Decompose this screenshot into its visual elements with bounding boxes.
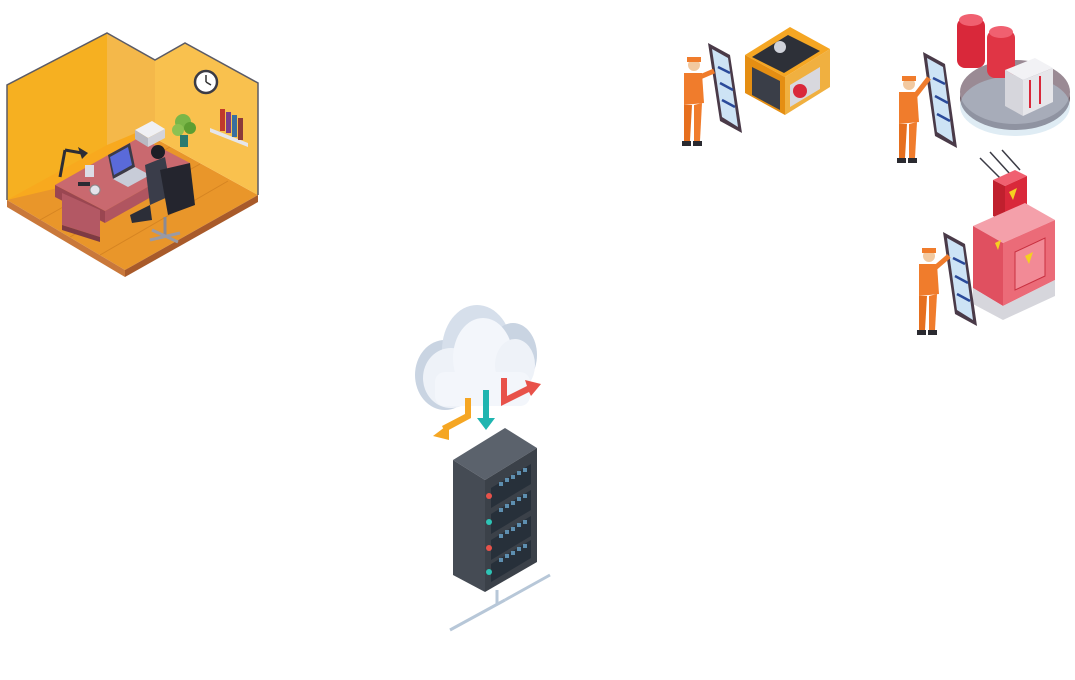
generator-icon [745,27,830,115]
tablet-icon [923,52,957,148]
desk-gadget [85,165,94,177]
bookshelf-icon [210,109,248,147]
office-right-wall [140,43,258,195]
generator-worker-icon [682,27,830,146]
office-illustration [0,25,265,280]
red-tanks-icon [957,14,1015,78]
transformer-icon [973,170,1055,320]
network-lines [449,573,551,632]
tank-worker-illustration [885,8,1075,168]
generator-worker-illustration [670,15,840,155]
office-room-icon [6,32,259,277]
worker-icon [682,57,715,146]
power-wires [979,149,1021,179]
transformer-worker-icon [917,149,1055,335]
headphones-icon [89,184,101,196]
cloud-server-icon [415,305,551,632]
transformer-worker-illustration [905,148,1075,348]
sync-arrows-icon [433,378,541,440]
server-rack-icon [453,428,537,592]
laptop-icon [108,143,150,187]
desk-lamp-icon [58,147,88,178]
clock-icon [193,69,219,95]
printer-icon [135,121,165,147]
tablet-icon [943,232,977,326]
plant-icon [172,114,196,147]
tank-station-worker-icon [897,14,1070,163]
worker-icon [897,76,931,163]
person-at-desk-icon [130,145,195,244]
control-cabinets-icon [1005,58,1053,116]
tablet-icon [708,43,742,133]
cloud-server-illustration [405,300,565,640]
worker-icon [917,248,951,335]
